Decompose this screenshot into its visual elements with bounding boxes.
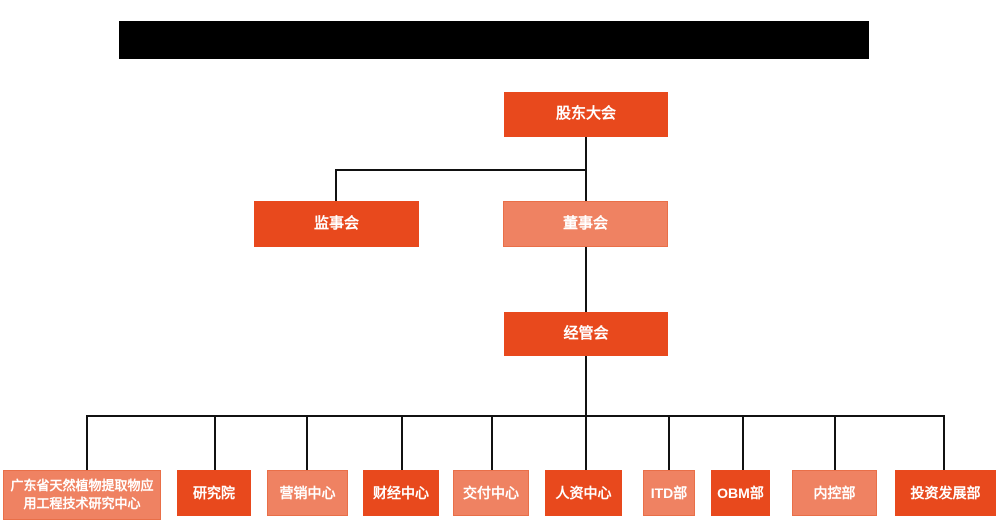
org-node-research-center: 广东省天然植物提取物应用工程技术研究中心 — [3, 470, 161, 520]
connector-line — [585, 415, 587, 470]
connector-line — [401, 415, 403, 470]
connector-line — [742, 415, 744, 470]
org-node-supervisory-board: 监事会 — [254, 201, 419, 247]
connector-line — [335, 169, 587, 171]
org-node-delivery-center: 交付中心 — [453, 470, 529, 516]
connector-line — [491, 415, 493, 470]
connector-line — [585, 247, 587, 312]
connector-line — [585, 356, 587, 416]
org-node-internal-control-dept: 内控部 — [792, 470, 877, 516]
connector-line — [86, 415, 88, 470]
org-node-hr-center: 人资中心 — [545, 470, 622, 516]
connector-line — [306, 415, 308, 470]
connector-line — [335, 169, 337, 201]
connector-line — [668, 415, 670, 470]
org-node-board-of-directors: 董事会 — [503, 201, 668, 247]
org-node-marketing-center: 营销中心 — [267, 470, 348, 516]
org-node-research-institute: 研究院 — [177, 470, 251, 516]
connector-line — [214, 415, 216, 470]
org-node-itd-dept: ITD部 — [643, 470, 695, 516]
org-node-shareholders-meeting: 股东大会 — [504, 92, 668, 137]
org-node-management-committee: 经管会 — [504, 312, 668, 356]
org-node-obm-dept: OBM部 — [711, 470, 770, 516]
org-node-finance-center: 财经中心 — [363, 470, 439, 516]
org-node-investment-development-dept: 投资发展部 — [895, 470, 996, 516]
connector-line — [86, 415, 945, 417]
connector-line — [943, 415, 945, 470]
connector-line — [834, 415, 836, 470]
redacted-title-bar — [119, 21, 869, 59]
